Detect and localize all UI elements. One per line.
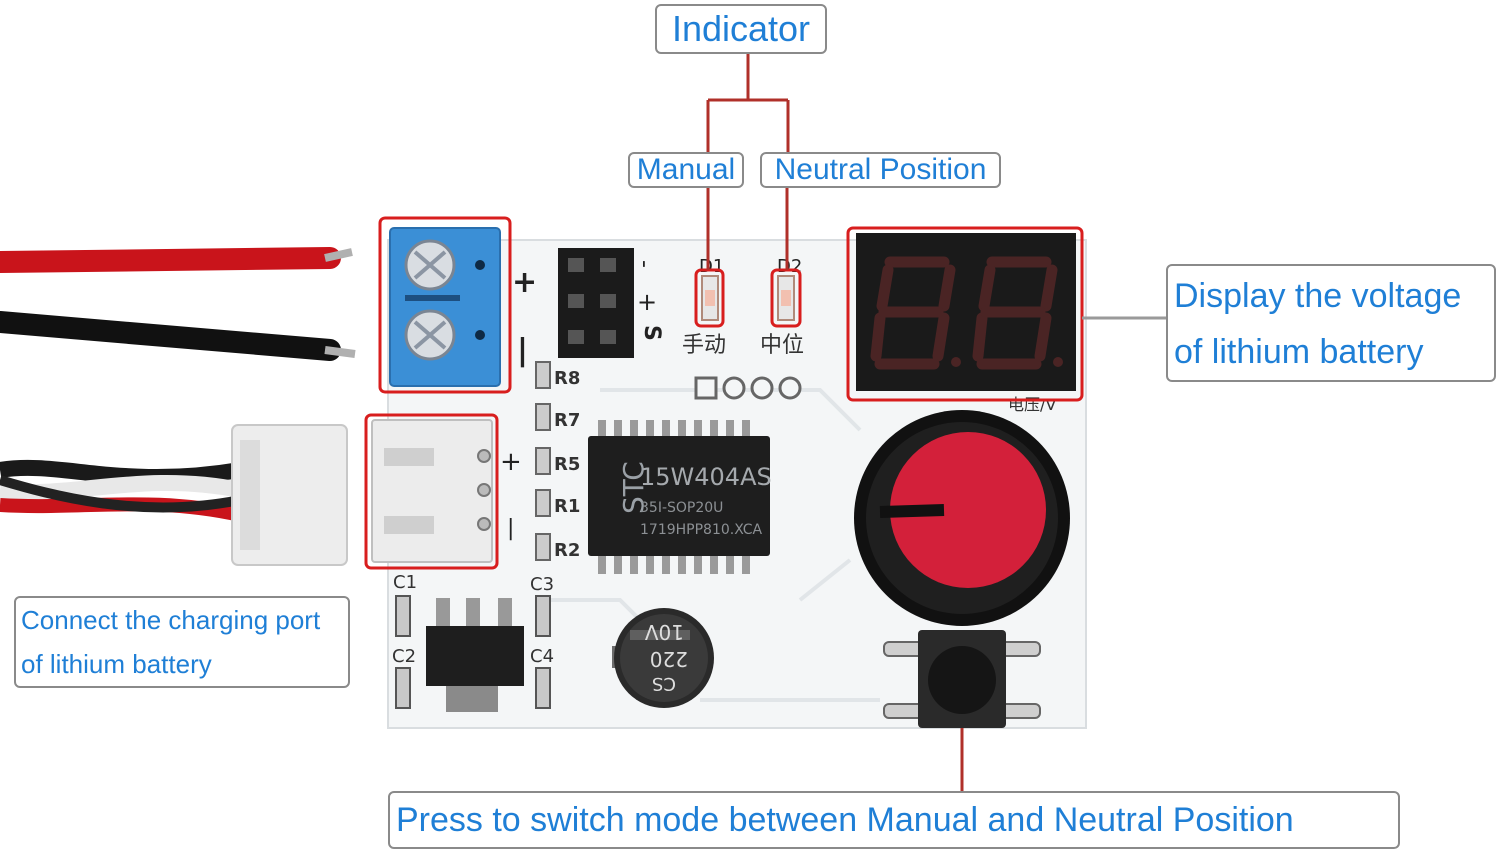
display-voltage-line2: of lithium battery [1174,333,1424,371]
manual-text: Manual [636,153,736,186]
press-switch-text: Press to switch mode between Manual and … [396,801,1294,839]
battery-plug [231,424,348,566]
pad-holes [694,376,802,400]
voltage-cn-label: 电压/V [1008,395,1056,414]
chip-line3: 1719HPP810.XCA [640,522,763,538]
display-voltage-line1: Display the voltage [1174,277,1462,315]
voltage-regulator [426,598,524,712]
chip-brand: STC [617,461,650,514]
d2-label: D2 [777,256,802,277]
svg-text:+: + [500,447,522,477]
manual-label: Manual [628,152,744,188]
cap-label: C1 [393,572,417,593]
press-switch-label: Press to switch mode between Manual and … [388,791,1400,849]
resistor-label: R5 [554,454,580,475]
led-d1 [701,275,719,321]
header-minus-label: - [632,260,657,268]
d1-cn-label: 手动 [682,333,726,358]
cap-label: C2 [392,646,416,667]
electrolytic-capacitor [612,608,714,708]
cap-value: 220 [650,647,688,671]
highlight-boxes [364,216,1084,570]
charging-port-label: Connect the charging port of lithium bat… [14,596,350,688]
seven-segment-display [856,233,1076,391]
chip-model: 15W404AS [640,463,772,491]
battery-wires [0,459,242,522]
indicator-text: Indicator [671,8,811,49]
potentiometer-knob [854,410,1070,626]
mcu-chip [588,420,770,574]
resistor-label: R8 [554,368,580,389]
neutral-position-label: Neutral Position [760,152,1001,188]
jst-socket [371,419,493,563]
resistor-column [535,361,551,561]
svg-text:|: | [517,333,528,368]
charging-port-line2: of lithium battery [21,649,212,679]
resistor-label: R1 [554,496,580,517]
cap-brand: CS [652,673,676,694]
led-d2 [777,275,795,321]
header-plus-label: + [637,288,657,316]
header-s-label: S [639,325,664,341]
d1-label: D1 [699,256,724,277]
power-wires [0,247,356,361]
push-button [883,630,1041,728]
charging-port-line1: Connect the charging port [21,605,321,635]
leader-lines [706,54,1166,792]
resistor-label: R2 [554,540,580,561]
cap-voltage: 10V [645,620,684,644]
neutral-position-text: Neutral Position [774,153,987,186]
screw-terminal [389,227,501,387]
svg-text:|: | [507,516,514,541]
indicator-label: Indicator [655,4,827,54]
cap-label: C4 [530,646,554,667]
cap-label: C3 [530,574,554,595]
pin-header [558,248,634,358]
chip-line2: 35I-SOP20U [640,500,723,516]
d2-cn-label: 中位 [760,333,804,358]
display-voltage-label: Display the voltage of lithium battery [1166,264,1496,382]
svg-text:+: + [512,265,537,300]
resistor-label: R7 [554,410,580,431]
